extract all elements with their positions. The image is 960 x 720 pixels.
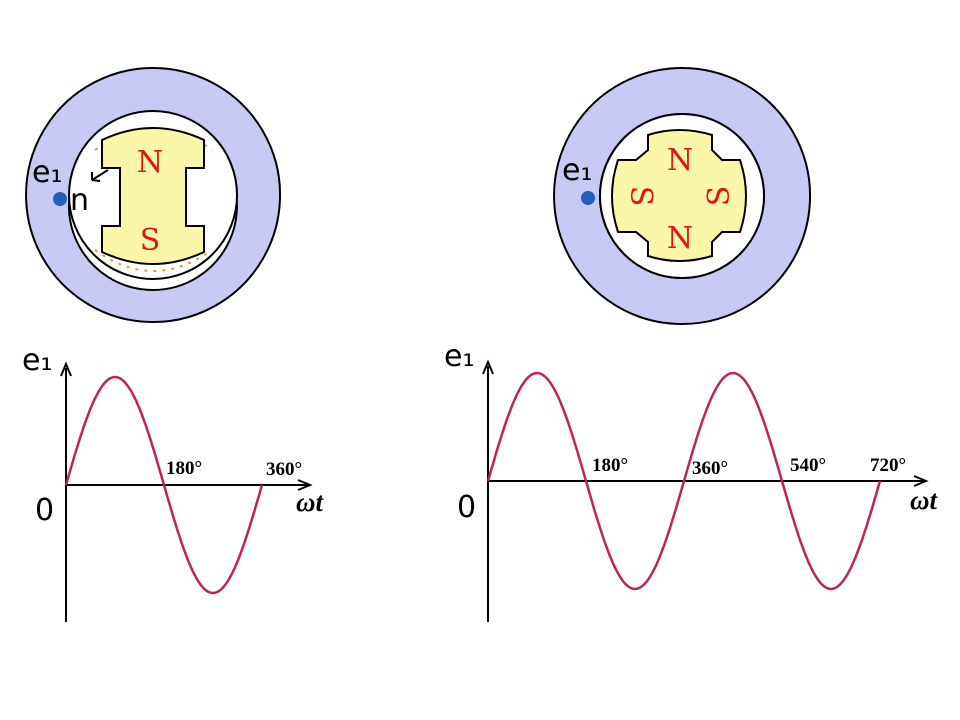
sine-curve <box>64 375 264 595</box>
tick-label-720: 720° <box>870 455 906 476</box>
two-pole-generator: N S e₁ n <box>25 67 282 323</box>
y-axis-label: e₁ <box>444 339 474 374</box>
y-axis-label: e₁ <box>22 343 52 378</box>
flux-lines-bottom <box>94 249 213 272</box>
tick-label-180: 180° <box>592 455 628 476</box>
pole-label-s-right: S <box>702 186 737 207</box>
tick-label-360: 360° <box>692 458 728 479</box>
pole-label-n: N <box>137 145 163 180</box>
conductor-dot <box>53 192 67 206</box>
conductor-label: e₁ <box>32 155 62 190</box>
pole-label-s: S <box>140 223 161 258</box>
x-axis-label: ωt <box>296 487 325 517</box>
conductor-dot <box>581 191 595 205</box>
pole-label-n-top: N <box>667 143 693 178</box>
four-pole-generator: N S N S e₁ <box>553 67 811 325</box>
pole-label-n-bottom: N <box>667 221 693 256</box>
y-axis-arrow <box>482 359 494 375</box>
sine-curve <box>486 371 882 591</box>
origin-label: 0 <box>35 493 54 528</box>
x-axis-arrow <box>297 479 313 491</box>
two-pole-rotor <box>101 127 205 265</box>
tick-label-180: 180° <box>166 458 202 479</box>
x-axis-label: ωt <box>910 485 939 515</box>
rotation-arrow <box>91 169 109 182</box>
emf-graph-four-pole: e₁ 0 ωt 180° 360° 540° 720° <box>444 339 939 622</box>
tick-label-540: 540° <box>790 455 826 476</box>
conductor-label: e₁ <box>562 153 592 188</box>
rotation-label: n <box>70 183 89 218</box>
emf-graph-two-pole: e₁ 0 ωt 180° 360° <box>22 343 325 622</box>
four-pole-rotor <box>611 129 747 262</box>
x-axis-arrow <box>913 475 929 487</box>
tick-label-360: 360° <box>266 459 302 480</box>
origin-label: 0 <box>457 490 476 525</box>
pole-label-s-left: S <box>623 186 658 207</box>
y-axis-arrow <box>60 361 72 377</box>
